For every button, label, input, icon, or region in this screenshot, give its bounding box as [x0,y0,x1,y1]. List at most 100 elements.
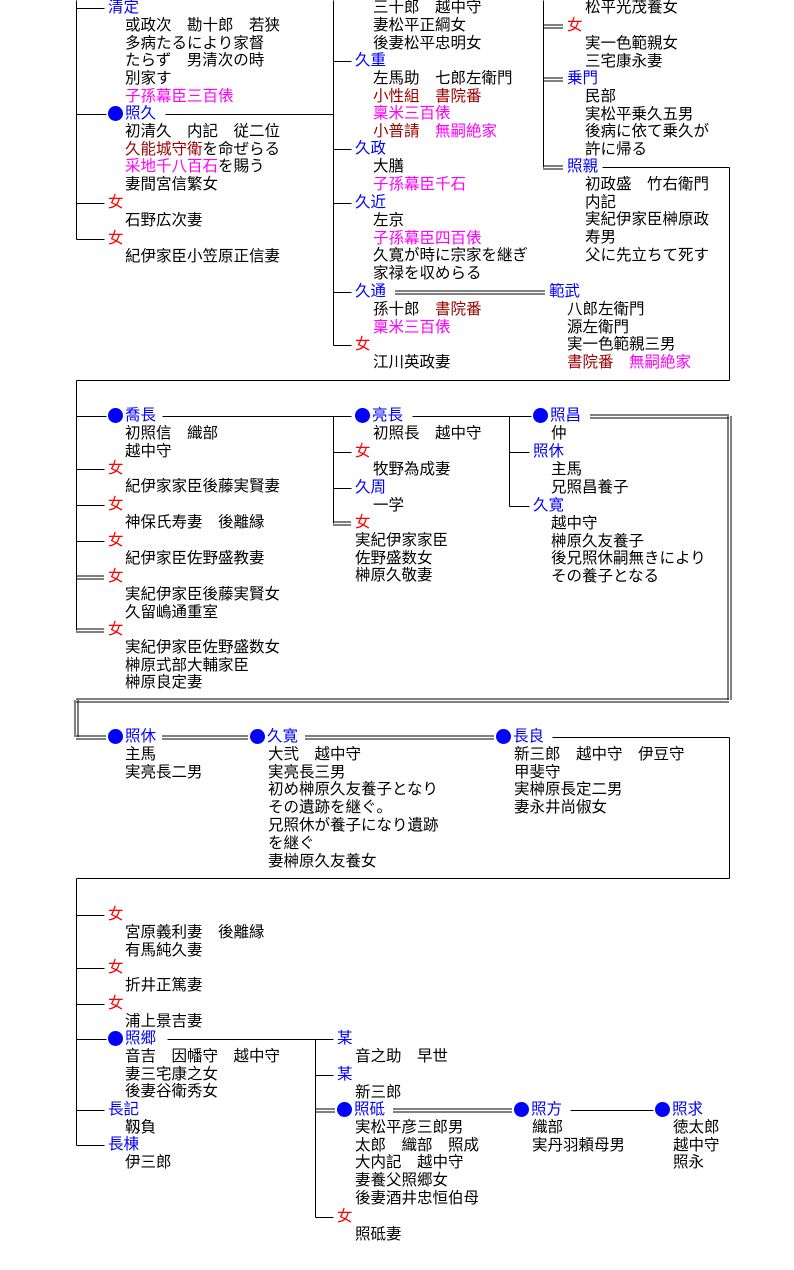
detail-text: 新三郎 [355,1082,402,1101]
person-detail-line: 初め榊原久友養子となり [268,780,439,799]
detail-text: たらず 男清次の時 [125,51,265,70]
person-detail-line: 子孫幕臣三百俵 [125,87,280,106]
detail-text: 伊三郎 [125,1152,172,1171]
person-name-row: 女 [108,567,280,586]
person-name: 某 [337,1065,353,1083]
person-name-row: 清定 [108,0,280,17]
person-name: 照方 [531,1100,563,1118]
detail-text: 音吉 因幡守 越中守 [125,1046,281,1065]
person-entry: 女紀伊家臣佐野盛教妻 [108,531,265,568]
person-detail-line: 妻永井尚俶女 [514,798,685,817]
person-name: 久周 [355,478,387,496]
person-entry: 久寛大弐 越中守実亮長三男初め榊原久友養子となりその遺跡を継ぐ。兄照休が養子にな… [250,727,439,870]
person-entry: 女牧野為成妻 [355,442,451,479]
person-detail-line: その養子となる [551,567,706,586]
detail-text: 主馬 [551,459,583,478]
person-entry: 女石野広次妻 [108,193,203,230]
detail-text: 照砥妻 [355,1224,402,1243]
detail-text: 榊原久友養子 [551,531,645,550]
person-name: 女 [355,442,371,460]
person-name: 女 [108,459,124,477]
person-detail-line: 多病たるにより家督 [125,34,280,53]
person-entry: 照休主馬実亮長二男 [108,727,203,781]
person-detail-line: 甲斐守 [514,763,685,782]
person-detail-line: 江川英政妻 [373,353,451,372]
person-name-row: 女 [108,905,265,924]
person-detail-line: 源左衛門 [567,317,691,337]
person-entry: 女実紀伊家臣佐野盛数女榊原式部大輔家臣榊原良定妻 [108,620,280,692]
detail-text: 新三郎 越中守 伊豆守 [514,744,685,763]
person-name-row: 女 [108,620,280,639]
person-entry: 女折井正篤妻 [108,958,203,995]
detail-text: 後病に依て乗久が [585,122,710,141]
detail-text: 妻永井尚俶女 [514,798,608,817]
person-detail-line: 後妻松平忠明女 [373,34,482,53]
person-name-row: 長記 [108,1100,156,1119]
detail-text: 実松平乗久五男 [585,104,694,123]
person-detail-line: 新三郎 [355,1082,402,1102]
person-detail-line: 音之助 早世 [355,1047,448,1066]
heir-dot-icon [514,1102,529,1118]
detail-text: 折井正篤妻 [125,975,203,994]
person-detail-line: 榊原式部大輔家臣 [125,655,280,675]
detail-text: 大弐 越中守 [268,744,362,763]
detail-text: 稟米三百俵 [373,104,451,123]
person-detail-line: 松平光茂養女 [585,0,678,17]
detail-text: 源左衛門 [567,317,630,336]
person-entry: 長記靱負 [108,1100,156,1137]
person-name: 久重 [355,51,387,69]
person-entry: 乗門民部実松平乗久五男後病に依て乗久が許に帰る [567,69,710,159]
detail-text: 主馬 [125,744,157,763]
detail-text: 無嗣絶家 [629,353,692,372]
person-detail-line: 紀伊家臣小笠原正信妻 [125,247,280,266]
person-entry: 久近左京子孫幕臣四百俵久寛が時に宗家を継ぎ家禄を収めらる [355,193,528,283]
person-detail-line: 別家す [125,69,280,88]
person-name: 照郷 [125,1029,157,1047]
detail-text: 榊原式部大輔家臣 [125,655,250,674]
person-detail-line: 伊三郎 [125,1152,172,1172]
detail-text: その養子となる [551,567,660,586]
person-detail-line: 実一色範親女 [585,34,678,53]
person-entry: 女紀伊家臣小笠原正信妻 [108,229,280,266]
person-detail-line: 牧野為成妻 [373,459,451,479]
person-name-row: 長良 [496,727,685,746]
person-detail-line: 徳太郎 [673,1118,720,1137]
person-entry: 長棟伊三郎 [108,1135,172,1172]
person-name-row: 照方 [514,1100,625,1119]
person-detail-line: 小普請 無嗣絶家 [373,122,513,141]
person-detail-line: 家禄を収めらる [373,264,528,283]
person-name: 女 [108,994,124,1012]
detail-text: 内記 [585,192,617,211]
person-name: 女 [108,905,124,923]
detail-text: 寿男 [585,228,617,247]
person-name-row: 女 [108,193,203,212]
person-name-row: 久通 [355,282,482,301]
detail-text: 久留嶋通重室 [125,602,219,621]
person-name-row: 照昌 [533,406,581,425]
person-name-row: 亮長 [355,406,482,425]
detail-text: 実紀伊家臣榊原政 [585,210,710,229]
person-entry: 松平光茂養女 [585,0,678,17]
person-name-row: 女 [567,16,678,35]
person-detail-line: 後兄照休嗣無きにより [551,549,706,568]
person-entry: 照方織部実丹羽頼母男 [514,1100,625,1155]
person-detail-line: 靱負 [125,1118,156,1137]
person-detail-line: 久寛が時に宗家を継ぎ [373,246,528,265]
detail-text: 仲 [551,423,567,442]
heir-dot-icon [250,729,265,745]
detail-text: 牧野為成妻 [373,459,451,478]
person-entry: 三十郎 越中守妻松平正綱女後妻松平忠明女 [373,0,482,52]
person-name: 女 [108,567,124,585]
person-detail-line: 実榊原長定二男 [514,780,685,799]
detail-text: 久能城守衛 [125,139,203,158]
person-detail-line: 実丹羽頼母男 [532,1136,625,1155]
person-name-row: 久政 [355,139,466,158]
detail-text: 照永 [673,1153,705,1172]
person-entry: 喬長初照信 織部越中守 [108,406,218,460]
person-name-row: 女 [108,495,265,514]
person-name-row: 女 [108,459,280,478]
detail-text: 榊原良定妻 [125,673,203,692]
person-entry: 照親初政盛 竹右衛門内記実紀伊家臣榊原政寿男父に先立ちて死す [567,157,710,265]
person-detail-line: 榊原久敬妻 [355,566,448,585]
